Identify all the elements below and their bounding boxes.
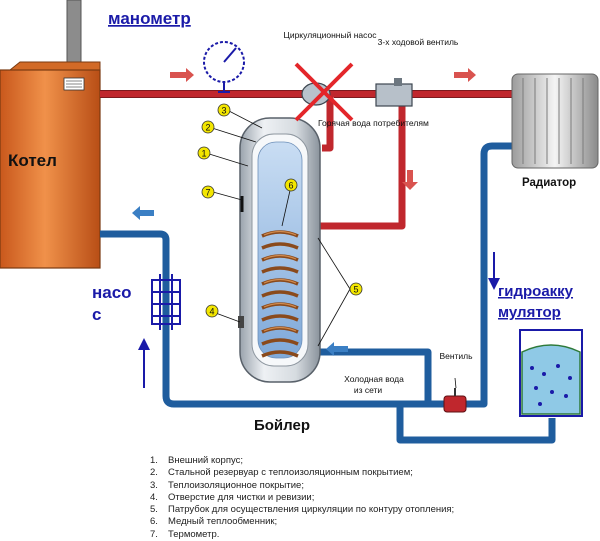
- legend-item: 6.Медный теплообменник;: [150, 516, 278, 528]
- hot-water-label: Горячая вода потребителям: [318, 118, 429, 128]
- cold-water-label-2: из сети: [354, 385, 383, 395]
- marker-6: 6: [284, 178, 298, 192]
- boiler-unit: [0, 61, 101, 269]
- svg-text:3: 3: [221, 106, 226, 116]
- svg-text:6: 6: [288, 181, 293, 191]
- valve-label: Вентиль: [439, 351, 473, 361]
- legend-item: 7.Термометр.: [150, 528, 220, 540]
- manometer: [203, 41, 245, 93]
- radiator-unit: [511, 73, 599, 169]
- marker-2: 2: [201, 120, 215, 134]
- svg-text:5: 5: [353, 285, 358, 295]
- chimney: [66, 0, 82, 65]
- radiator-label: Радиатор: [522, 177, 576, 189]
- legend-list: 1.Внешний корпус; 2.Стальной резервуар с…: [150, 455, 590, 541]
- svg-text:2: 2: [205, 123, 210, 133]
- cold-water-label-1: Холодная вода: [344, 374, 404, 384]
- legend-item: 3.Теплоизоляционное покрытие;: [150, 479, 304, 491]
- marker-1: 1: [197, 146, 211, 160]
- cold-valve: [443, 388, 467, 413]
- pump: [151, 274, 181, 330]
- boiler-unit-label: Котел: [8, 151, 57, 170]
- flow-arrows-cold: [132, 206, 348, 356]
- marker-5: 5: [349, 282, 363, 296]
- hydro-accumulator: [519, 329, 583, 417]
- legend-item: 4.Отверстие для чистки и ревизии;: [150, 491, 315, 503]
- marker-3: 3: [217, 103, 231, 117]
- hydro-accumulator-label-1: гидроакку: [498, 283, 574, 300]
- pump-label-2: с: [92, 305, 101, 324]
- three-way-valve: [375, 78, 413, 107]
- cold-pipes: [100, 142, 556, 444]
- legend-item: 5.Патрубок для осуществления циркуляции …: [150, 504, 455, 516]
- pump-label-1: насо: [92, 283, 132, 302]
- svg-text:7: 7: [205, 188, 210, 198]
- legend-item: 1.Внешний корпус;: [150, 455, 243, 466]
- svg-text:4: 4: [209, 307, 214, 317]
- tank-label: Бойлер: [254, 417, 310, 434]
- manometer-label: манометр: [108, 9, 191, 28]
- flow-arrows-hot: [170, 68, 476, 190]
- hydro-accumulator-label-2: мулятор: [498, 304, 561, 321]
- circ-pump-label: Циркуляционный насос: [284, 30, 378, 40]
- marker-7: 7: [201, 185, 215, 199]
- svg-text:1: 1: [201, 149, 206, 159]
- legend-item: 2.Стальной резервуар с теплоизоляционным…: [150, 467, 413, 479]
- three-way-valve-label: 3-х ходовой вентиль: [378, 37, 459, 47]
- circulation-pump: [294, 62, 354, 122]
- marker-4: 4: [205, 304, 219, 318]
- water-tank: [238, 117, 321, 383]
